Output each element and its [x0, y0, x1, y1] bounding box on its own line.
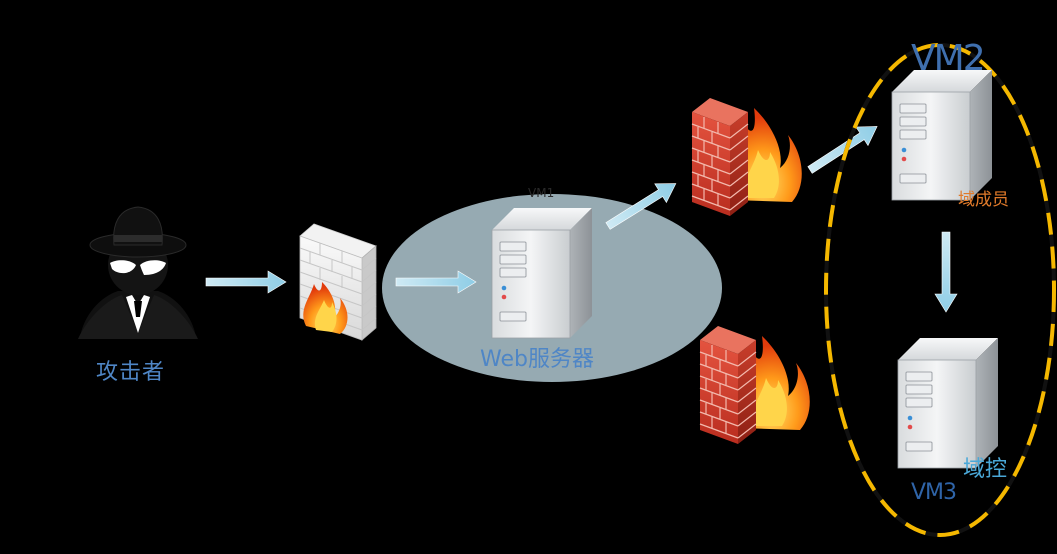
server-icon — [491, 207, 593, 339]
arrow-icon — [205, 270, 287, 294]
server-icon — [897, 337, 999, 469]
hacker-icon — [78, 206, 198, 339]
arrow-icon — [934, 231, 958, 313]
server-icon — [891, 69, 993, 201]
firewall-icon — [699, 325, 811, 445]
firewall-icon — [691, 97, 803, 217]
web-server-label: Web服务器 — [480, 347, 594, 372]
attacker-label: 攻击者 — [96, 360, 166, 385]
domain-boundary — [824, 43, 1056, 537]
arrow-icon — [803, 116, 884, 180]
vm2-tag: VM2 — [911, 38, 986, 79]
firewall-icon — [299, 223, 377, 341]
vm3-tag: VM3 — [911, 480, 957, 505]
domain-member-label: 域成员 — [958, 190, 1009, 210]
domain-controller-label: 域控 — [963, 457, 1008, 482]
vm1-tag: VM1 — [528, 186, 555, 200]
